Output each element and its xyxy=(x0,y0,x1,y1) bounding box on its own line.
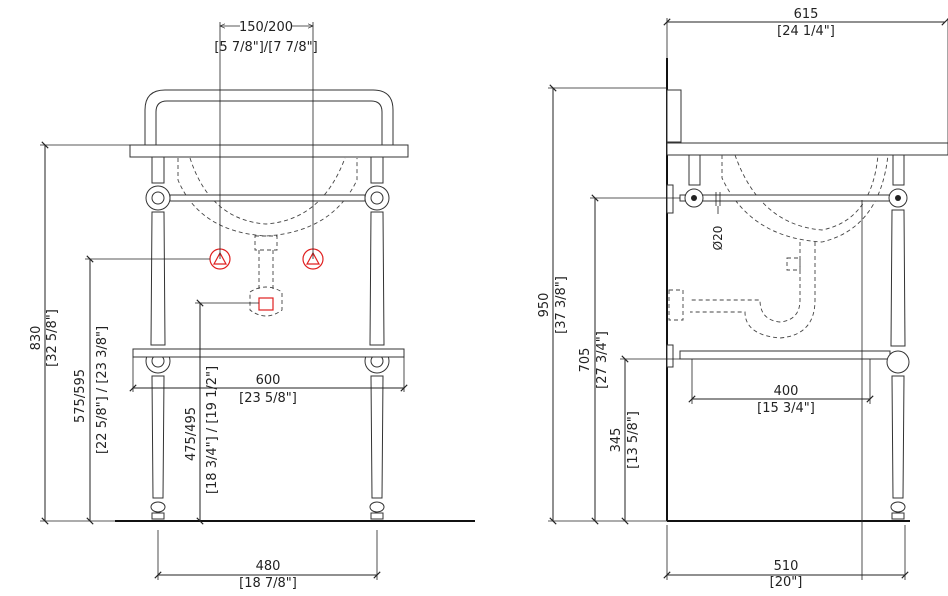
valve-height-label: 575/595 xyxy=(73,369,88,423)
shelf-width-inch-label: [23 5/8"] xyxy=(239,391,297,406)
valve-height-inch-label: [22 5/8"] / [23 3/8"] xyxy=(95,326,110,454)
leg-spacing-label: 480 xyxy=(256,559,281,574)
leg-spacing-inch-label: [18 7/8"] xyxy=(239,576,297,591)
pipe-diameter-label: Ø20 xyxy=(711,226,725,251)
depth-inch-label: [24 1/4"] xyxy=(777,24,835,39)
shelf-height-inch-label: [13 5/8"] xyxy=(626,411,641,469)
side-countertop xyxy=(666,142,948,156)
shelf-depth-inch-label: [15 3/4"] xyxy=(757,401,815,416)
side-shelf xyxy=(679,350,891,360)
rail-height-inch-label: [27 3/4"] xyxy=(595,331,610,389)
front-leg-right xyxy=(364,156,390,520)
side-wall-flange xyxy=(668,289,684,321)
side-drain-stub xyxy=(786,257,801,271)
valve-spacing-label: 150/200 xyxy=(239,20,293,35)
bottom-shelf xyxy=(132,348,405,358)
drain-height-inch-label: [18 3/4"] / [19 1/2"] xyxy=(205,366,220,494)
countertop xyxy=(129,144,409,158)
shelf-depth-label: 400 xyxy=(774,384,799,399)
rail-height-label: 705 xyxy=(578,348,593,373)
depth-label: 615 xyxy=(794,7,819,22)
side-view: 615 [24 1/4"] 950 [37 3/8"] 705 [27 3/4"… xyxy=(537,7,948,590)
drain-trap xyxy=(249,250,283,317)
side-drain-pipe xyxy=(690,242,816,339)
side-basin-inner xyxy=(734,154,879,231)
drain-body xyxy=(254,235,278,251)
shelf-height-label: 345 xyxy=(609,428,624,453)
leg-depth-inch-label: [20"] xyxy=(770,575,803,590)
front-total-height-label: 830 xyxy=(29,326,44,351)
basin-outline xyxy=(177,158,358,237)
front-view: 150/200 [5 7/8"]/[7 7/8"] 830 [32 5/8"] … xyxy=(29,20,475,591)
side-basin xyxy=(721,154,889,243)
overall-height-inch-label: [37 3/8"] xyxy=(554,276,569,334)
basin-inner xyxy=(189,157,346,225)
valve-spacing-inch-label: [5 7/8"]/[7 7/8"] xyxy=(214,40,317,55)
side-rail xyxy=(679,194,896,202)
upper-crossbar xyxy=(169,194,366,202)
front-leg-left xyxy=(145,156,171,520)
front-total-height-inch-label: [32 5/8"] xyxy=(45,309,60,367)
side-towel-bar xyxy=(666,89,682,143)
drain-outlet-marker xyxy=(258,297,274,311)
side-leg-front xyxy=(684,154,704,208)
leg-depth-label: 510 xyxy=(774,559,799,574)
overall-height-label: 950 xyxy=(537,293,552,318)
drain-height-label: 475/495 xyxy=(184,407,199,461)
side-leg-rear xyxy=(886,154,910,520)
towel-bar xyxy=(144,89,394,146)
shelf-width-label: 600 xyxy=(256,373,281,388)
